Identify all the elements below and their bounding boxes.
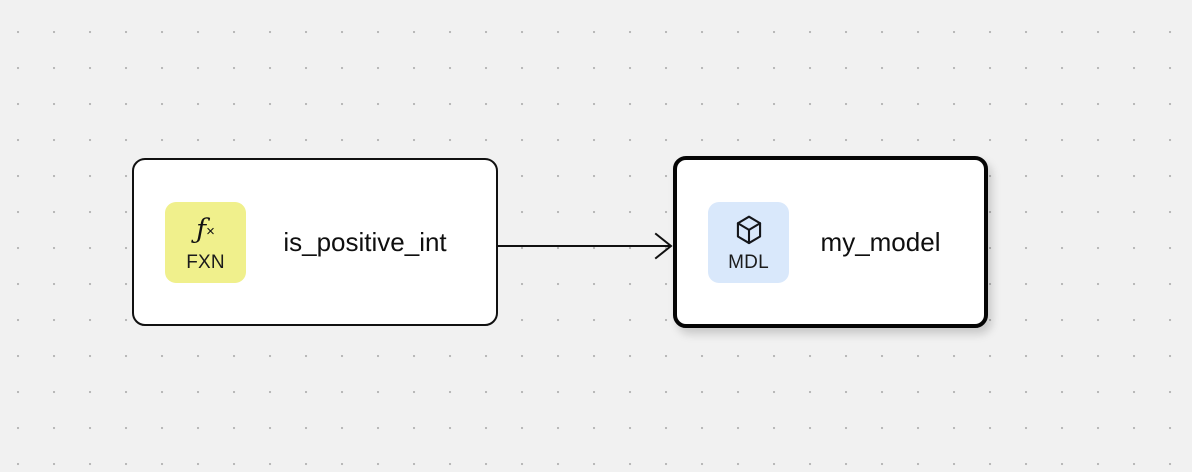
fx-glyph-times: × [206, 223, 215, 240]
node-is-positive-int[interactable]: ƒ× FXN is_positive_int [132, 158, 498, 326]
fx-glyph-symbol: ƒ [196, 214, 207, 245]
fxn-badge-code: FXN [186, 251, 225, 273]
node-label-my-model: my_model [820, 226, 941, 257]
mdl-badge: MDL [708, 201, 789, 283]
node-my-model[interactable]: MDL my_model [673, 156, 988, 328]
fxn-badge: ƒ× FXN [165, 201, 246, 283]
function-fx-icon: ƒ× [196, 213, 215, 247]
cube-box-icon [734, 213, 764, 247]
mdl-badge-code: MDL [728, 251, 769, 273]
edge-arrowhead-icon [654, 232, 673, 260]
edge-fxn-to-mdl[interactable] [498, 232, 673, 260]
node-label-is-positive-int: is_positive_int [283, 226, 447, 257]
